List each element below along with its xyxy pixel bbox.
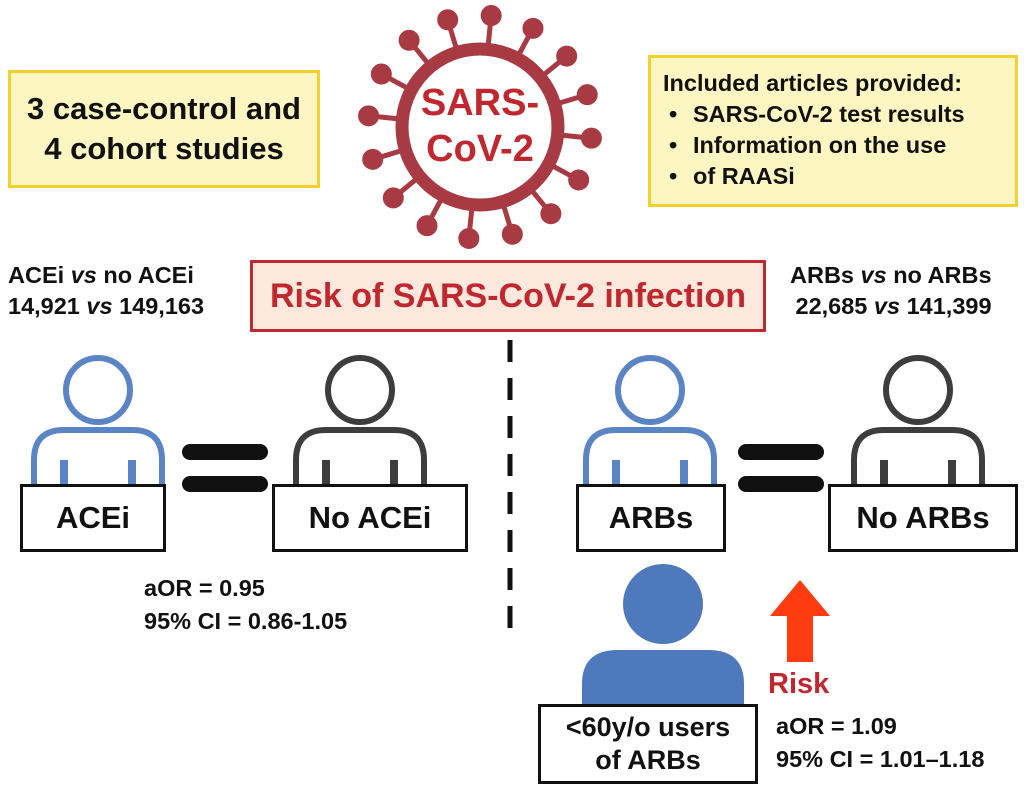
virus-spike-tip (458, 227, 480, 249)
acei-ci: 95% CI = 0.86-1.05 (144, 608, 348, 634)
virus-spike-tip (568, 169, 590, 191)
virus-spike-tip (540, 203, 562, 225)
young-arb-users-label: <60y/o users of ARBs (538, 704, 758, 784)
acei-comparison: ACEi vs no ACEi 14,921 vs 149,163 (8, 262, 205, 319)
person-filled-icon (582, 564, 744, 722)
divider (507, 340, 513, 640)
arb-aor: aOR = 1.09 (776, 713, 897, 739)
arbs-label: ARBs (576, 484, 726, 552)
risk-title: Risk of SARS-CoV-2 infection (250, 260, 766, 332)
virus-spike-tip (382, 187, 404, 209)
acei-stats: aOR = 0.95 95% CI = 0.86-1.05 (144, 572, 347, 638)
acei-aor: aOR = 0.95 (144, 575, 265, 601)
virus-spike-tip (398, 29, 420, 51)
studies-line2: 4 cohort studies (44, 131, 284, 166)
arb-comparison: ARBs vs no ARBs 22,685 vs 141,399 (790, 262, 992, 319)
virus-spike-tip (362, 148, 384, 170)
virus-label-line2: CoV-2 (426, 128, 534, 170)
young-line2: of ARBs (595, 745, 701, 775)
acei-label: ACEi (20, 484, 166, 552)
virus-spike-tip (437, 9, 459, 31)
articles-box: Included articles provided: SARS-CoV-2 t… (648, 55, 1018, 207)
articles-list: SARS-CoV-2 test results Information on t… (663, 99, 1003, 192)
virus-spike-tip (416, 215, 438, 237)
person-icon-arbs (583, 355, 717, 487)
virus-label: SARS- CoV-2 (405, 80, 555, 172)
virus-spike-tip (501, 223, 523, 245)
virus-spike-tip (358, 105, 380, 127)
virus-spike-tip (522, 17, 544, 39)
virus-label-line1: SARS- (420, 82, 540, 124)
equals-icon-acei (182, 444, 268, 492)
studies-line1: 3 case-control and (27, 91, 301, 126)
person-icon-no-acei (293, 355, 427, 487)
young-line1: <60y/o users (565, 712, 731, 742)
arb-ci: 95% CI = 1.01–1.18 (776, 746, 985, 772)
articles-title: Included articles provided: (663, 70, 963, 96)
risk-up-arrow-icon (770, 580, 830, 662)
person-icon-no-arbs (851, 355, 985, 487)
person-icon-acei (31, 355, 165, 487)
virus-spike-tip (370, 63, 392, 85)
articles-item: SARS-CoV-2 test results (669, 99, 1003, 130)
virus-spike-tip (480, 5, 502, 27)
virus-spike-tip (576, 84, 598, 106)
articles-item: Information on the use (669, 130, 1003, 161)
equals-icon-arbs (738, 444, 824, 492)
virus-icon (358, 5, 602, 249)
virus-spike-tip (556, 45, 578, 67)
studies-box: 3 case-control and 4 cohort studies (8, 70, 320, 188)
virus-spike-tip (580, 127, 602, 149)
risk-label: Risk (768, 668, 830, 700)
arb-young-stats: aOR = 1.09 95% CI = 1.01–1.18 (776, 710, 984, 776)
articles-item-continued: of RAASi (669, 161, 1003, 192)
no-acei-label: No ACEi (272, 484, 468, 552)
no-arbs-label: No ARBs (828, 484, 1018, 552)
